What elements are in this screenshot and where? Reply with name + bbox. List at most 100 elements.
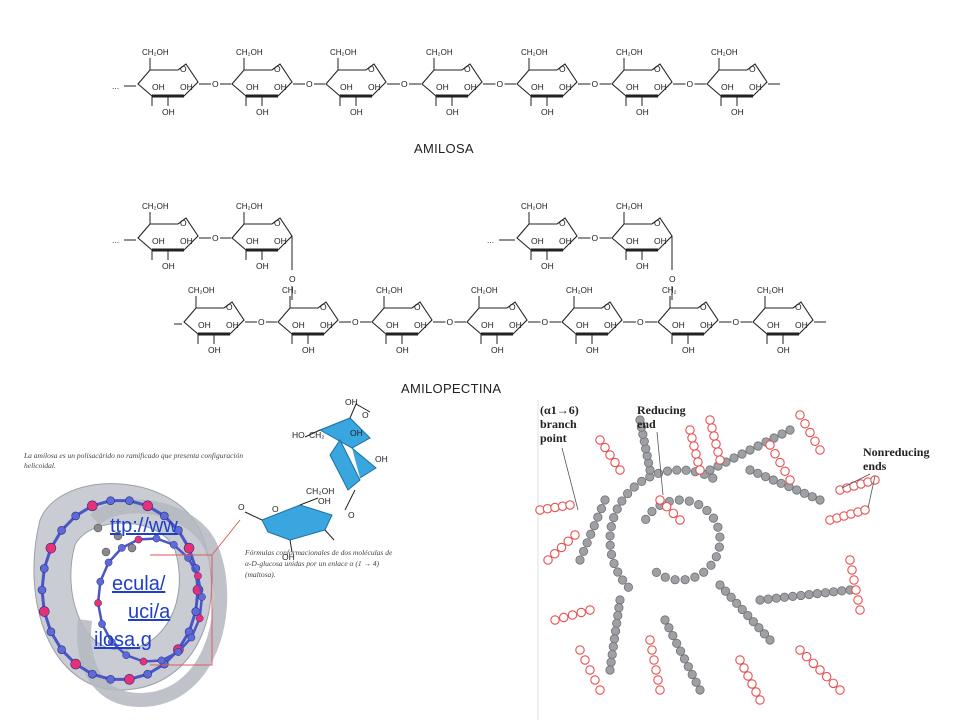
svg-text:OH: OH [180,236,193,246]
interior-residue [768,475,778,485]
interior-residue [664,623,674,633]
guest-atom [101,547,111,557]
interior-residue [575,555,585,565]
terminal-residue [747,679,757,689]
interior-residue [605,531,615,541]
interior-residue [606,657,616,667]
interior-residue [708,513,719,523]
interior-residue [715,580,725,590]
guest-atom [127,543,137,553]
svg-text:OH: OH [292,320,305,330]
interior-residue [578,546,589,557]
ch2oh-label: CH₂OH [188,286,215,295]
interior-residue [670,575,680,585]
link-fragment-3[interactable]: uci/a [128,601,171,623]
helix-atom [169,541,178,549]
interior-residue [694,500,704,510]
interior-residue [776,478,786,488]
ch2oh-label: CH₂OH [376,286,403,295]
terminal-residue [647,645,657,655]
terminal-residue [775,457,785,468]
svg-text:OH: OH [162,261,175,271]
interior-residue [641,514,651,524]
terminal-residue [649,655,659,665]
svg-text:OH: OH [375,454,388,464]
interior-residue [769,433,779,443]
terminal-residue [590,675,600,685]
branch-point-label-1: (α1→6) [540,403,579,417]
ch2oh-label: CH₂OH [142,48,169,57]
helix-atom [94,599,102,607]
terminal-residue [685,425,695,435]
interior-residue [699,567,709,577]
svg-text:OH: OH [302,345,315,355]
terminal-residue [645,635,655,645]
svg-text:OH: OH [256,107,269,117]
helix-atom [124,674,135,685]
terminal-residue [849,575,859,585]
interior-residue [745,465,755,475]
helix-atom [122,651,131,659]
terminal-residue [785,475,795,485]
terminal-residue [550,615,560,625]
interior-residue [708,473,718,483]
helix-atom [117,544,126,552]
link-fragment-1[interactable]: ttp://ww [110,515,178,537]
ch2oh-label: CH₂ [662,286,677,295]
terminal-residue [795,410,805,420]
interior-residue [777,429,787,439]
interior-residue [779,592,790,602]
interior-residue [753,441,763,451]
terminal-residue [805,427,815,438]
interior-residue [609,558,619,569]
svg-text:CH₂OH: CH₂OH [306,486,334,496]
interior-residue [706,560,716,570]
svg-text:OH: OH [531,82,544,92]
terminal-residue [705,415,715,425]
interior-residue [629,482,639,492]
svg-text:O: O [348,510,355,520]
svg-text:OH: OH [767,320,780,330]
terminal-residue [860,505,870,515]
interior-residue [612,618,622,628]
interior-residue [609,513,619,523]
interior-residue [702,505,712,516]
link-fragment-2[interactable]: ecula/ [112,573,166,595]
terminal-residue [828,678,839,689]
chain-end-left: ... [112,235,119,245]
terminal-residue [595,435,605,445]
helix-atom [183,542,195,554]
terminal-residue [715,455,725,465]
interior-residue [608,642,618,652]
svg-text:OH: OH [559,82,572,92]
interior-residue [617,496,627,506]
terminal-residue [735,655,745,665]
svg-text:OH: OH [318,496,331,506]
svg-text:OH: OH [481,320,494,330]
svg-text:OH: OH [509,320,522,330]
svg-text:OH: OH [152,236,165,246]
svg-text:O: O [272,504,279,514]
svg-text:OH: OH [721,82,734,92]
link-fragment-4[interactable]: ilosa.g [94,629,152,651]
interior-residue [582,538,592,548]
terminal-residue [653,675,663,685]
terminal-residue [661,501,672,512]
nonreducing-pointer-1 [841,473,871,489]
amylose-title: AMILOSA [414,141,474,156]
branch-oxygen-0: O [289,274,296,284]
svg-text:OH: OH [368,82,381,92]
terminal-residue [711,439,721,449]
interior-residue [600,495,610,505]
reducing-end-pointer [656,431,664,496]
guest-atom [93,523,103,533]
terminal-residue [847,565,857,575]
interior-residue [672,638,682,648]
